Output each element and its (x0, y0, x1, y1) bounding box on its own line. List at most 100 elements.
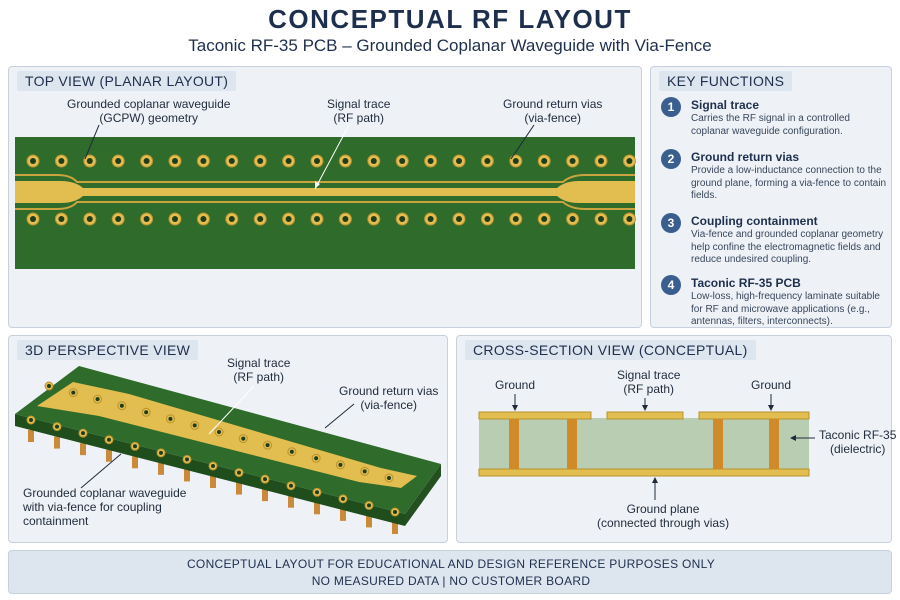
via-hole (342, 158, 349, 164)
via-hole (387, 476, 391, 480)
via-pin (366, 515, 372, 528)
via-hole (370, 158, 377, 164)
via-hole (289, 449, 294, 454)
ground-plane-label: Ground plane (connected through vias) (597, 502, 730, 530)
via-hole (427, 158, 434, 164)
via-hole (30, 158, 36, 164)
via-hole (200, 158, 207, 164)
via-hole (338, 462, 343, 467)
via-hole (289, 483, 293, 488)
via-hole (342, 216, 349, 222)
key-description: Low-loss, high-frequency laminate suitab… (691, 291, 880, 327)
via-pin (288, 495, 294, 508)
via-hole (362, 469, 367, 474)
via-pin (314, 502, 320, 515)
via-hole (143, 216, 150, 222)
via-hole (86, 158, 93, 164)
via-hole (168, 416, 173, 421)
via-hole (217, 430, 221, 434)
key-title: Signal trace (691, 98, 760, 112)
signal-trace-3d-label: Signal trace (RF path) (227, 356, 291, 384)
via-hole (133, 444, 137, 449)
page-title: CONCEPTUAL RF LAYOUT (268, 4, 632, 34)
via-hole (484, 216, 491, 222)
via-pin (392, 522, 398, 534)
via-row-bottom (26, 212, 636, 226)
via-pin (80, 443, 86, 456)
footer-disclaimer: CONCEPTUAL LAYOUT FOR EDUCATIONAL AND DE… (8, 550, 892, 594)
cross-section-heading: CROSS-SECTION VIEW (CONCEPTUAL) (465, 340, 756, 360)
via-hole (541, 216, 548, 222)
via-hole (237, 470, 241, 475)
footer-line-1: CONCEPTUAL LAYOUT FOR EDUCATIONAL AND DE… (186, 557, 716, 571)
via-hole (367, 503, 371, 508)
via-hole (315, 490, 319, 495)
key-functions-heading: KEY FUNCTIONS (659, 71, 793, 91)
via-hole (200, 216, 207, 222)
key-number: 2 (661, 149, 681, 169)
via-hole (541, 158, 548, 164)
via-hole (263, 477, 267, 482)
perspective-view-heading: 3D PERSPECTIVE VIEW (17, 340, 199, 360)
via-hole (285, 216, 292, 222)
footer-line-2: NO MEASURED DATA | NO CUSTOMER BOARD (311, 574, 591, 588)
via-hole (393, 510, 397, 514)
via-pin (158, 462, 164, 475)
via-hole (58, 216, 65, 222)
via-hole (626, 158, 633, 164)
via-hole (257, 216, 264, 222)
ground-left-label: Ground (495, 378, 536, 392)
via-pin (54, 436, 60, 449)
dielectric-label: Taconic RF-35 (dielectric) (819, 428, 897, 456)
via-hole (569, 216, 576, 222)
key-number: 3 (661, 213, 681, 233)
via-hole (241, 436, 246, 441)
via-hole (115, 216, 122, 222)
via-hole (144, 410, 149, 415)
via-hole (228, 216, 235, 222)
key-title: Ground return vias (691, 150, 800, 164)
via-hole (265, 443, 270, 448)
via-pin (184, 469, 190, 482)
via-hole (115, 158, 122, 164)
via-hole (314, 216, 320, 222)
signal-trace-cs-label: Signal trace (RF path) (617, 368, 681, 396)
via-pin (262, 489, 268, 502)
via-hole (257, 158, 264, 164)
via-hole (30, 216, 36, 222)
via-pin (340, 508, 346, 521)
cross-section-drawing (478, 394, 815, 500)
via-hole (598, 216, 604, 222)
via-hole (512, 216, 519, 222)
via-hole (58, 158, 65, 164)
via-pin (236, 482, 242, 495)
via-hole (456, 158, 462, 164)
gcpw-3d-label: Grounded coplanar waveguide with via-fen… (23, 486, 187, 528)
via-pin (28, 430, 34, 442)
via-hole (185, 457, 189, 462)
perspective-view-panel: 3D PERSPECTIVE VIEW Signal trace (RF pat… (8, 335, 448, 543)
via-hole (370, 216, 377, 222)
via-hole (47, 384, 51, 388)
key-description: Provide a low-inductance connection to t… (691, 165, 887, 201)
via-hole (107, 437, 111, 442)
via-hole (456, 216, 462, 222)
via-hole (86, 216, 93, 222)
via-hole (71, 390, 76, 395)
via-pin (210, 476, 216, 488)
via-hole (285, 158, 292, 164)
via-hole (211, 464, 215, 468)
via-hole (512, 158, 519, 164)
key-functions-panel: KEY FUNCTIONS 1 Signal trace Carries the… (650, 66, 892, 328)
top-view-board (15, 124, 636, 269)
via-row-top (26, 154, 636, 168)
via-fence-3d (26, 381, 400, 517)
via-hole (143, 158, 150, 164)
via-hole (484, 158, 491, 164)
via-pin (132, 456, 138, 469)
via-hole (399, 158, 406, 164)
key-description: Carries the RF signal in a controlled co… (691, 113, 850, 137)
ground-vias-3d-label: Ground return vias (via-fence) (339, 384, 439, 412)
via-hole (626, 216, 633, 222)
via-hole (314, 456, 319, 461)
